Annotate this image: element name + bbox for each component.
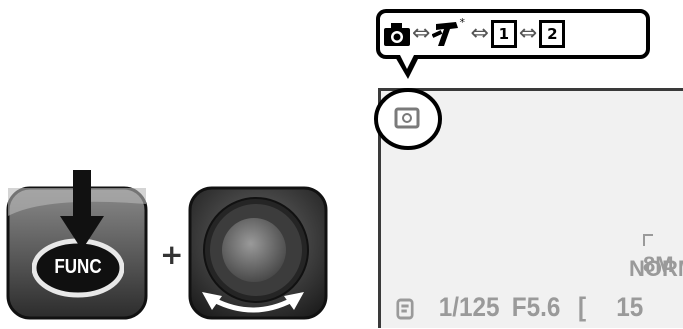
plus-sign: + xyxy=(160,238,183,271)
press-arrow-icon xyxy=(60,170,104,257)
shots-remaining: 15 xyxy=(616,292,643,322)
lcd-mode-indicator xyxy=(372,87,448,158)
custom-mode-2-badge: 2 xyxy=(539,20,565,48)
callout-pointer xyxy=(390,55,430,88)
focus-bracket: [ xyxy=(578,292,586,322)
quality-readout: NORM xyxy=(629,256,683,282)
shutter-speed: 1/125 xyxy=(439,292,500,322)
resolution-frame-icon xyxy=(643,234,653,246)
image-stabilizer-icon xyxy=(396,298,416,320)
rotate-arrows-icon xyxy=(200,288,306,323)
mode-strip: ⇔ * ⇔ 1 ⇔ 2 xyxy=(376,9,650,59)
lcd-info-bar: 1/125 F5.6 [ 15 xyxy=(396,292,649,323)
switch-arrow: ⇔ xyxy=(519,23,537,45)
aperture: F5.6 xyxy=(512,292,561,322)
custom-mode-1-badge: 1 xyxy=(491,20,517,48)
switch-arrow: ⇔ xyxy=(412,23,430,45)
timer-asterisk: * xyxy=(459,16,465,29)
func-button-label: FUNC xyxy=(39,256,117,279)
switch-arrow: ⇔ xyxy=(470,23,488,45)
camera-icon xyxy=(384,22,410,46)
self-timer-icon: * xyxy=(432,20,462,48)
